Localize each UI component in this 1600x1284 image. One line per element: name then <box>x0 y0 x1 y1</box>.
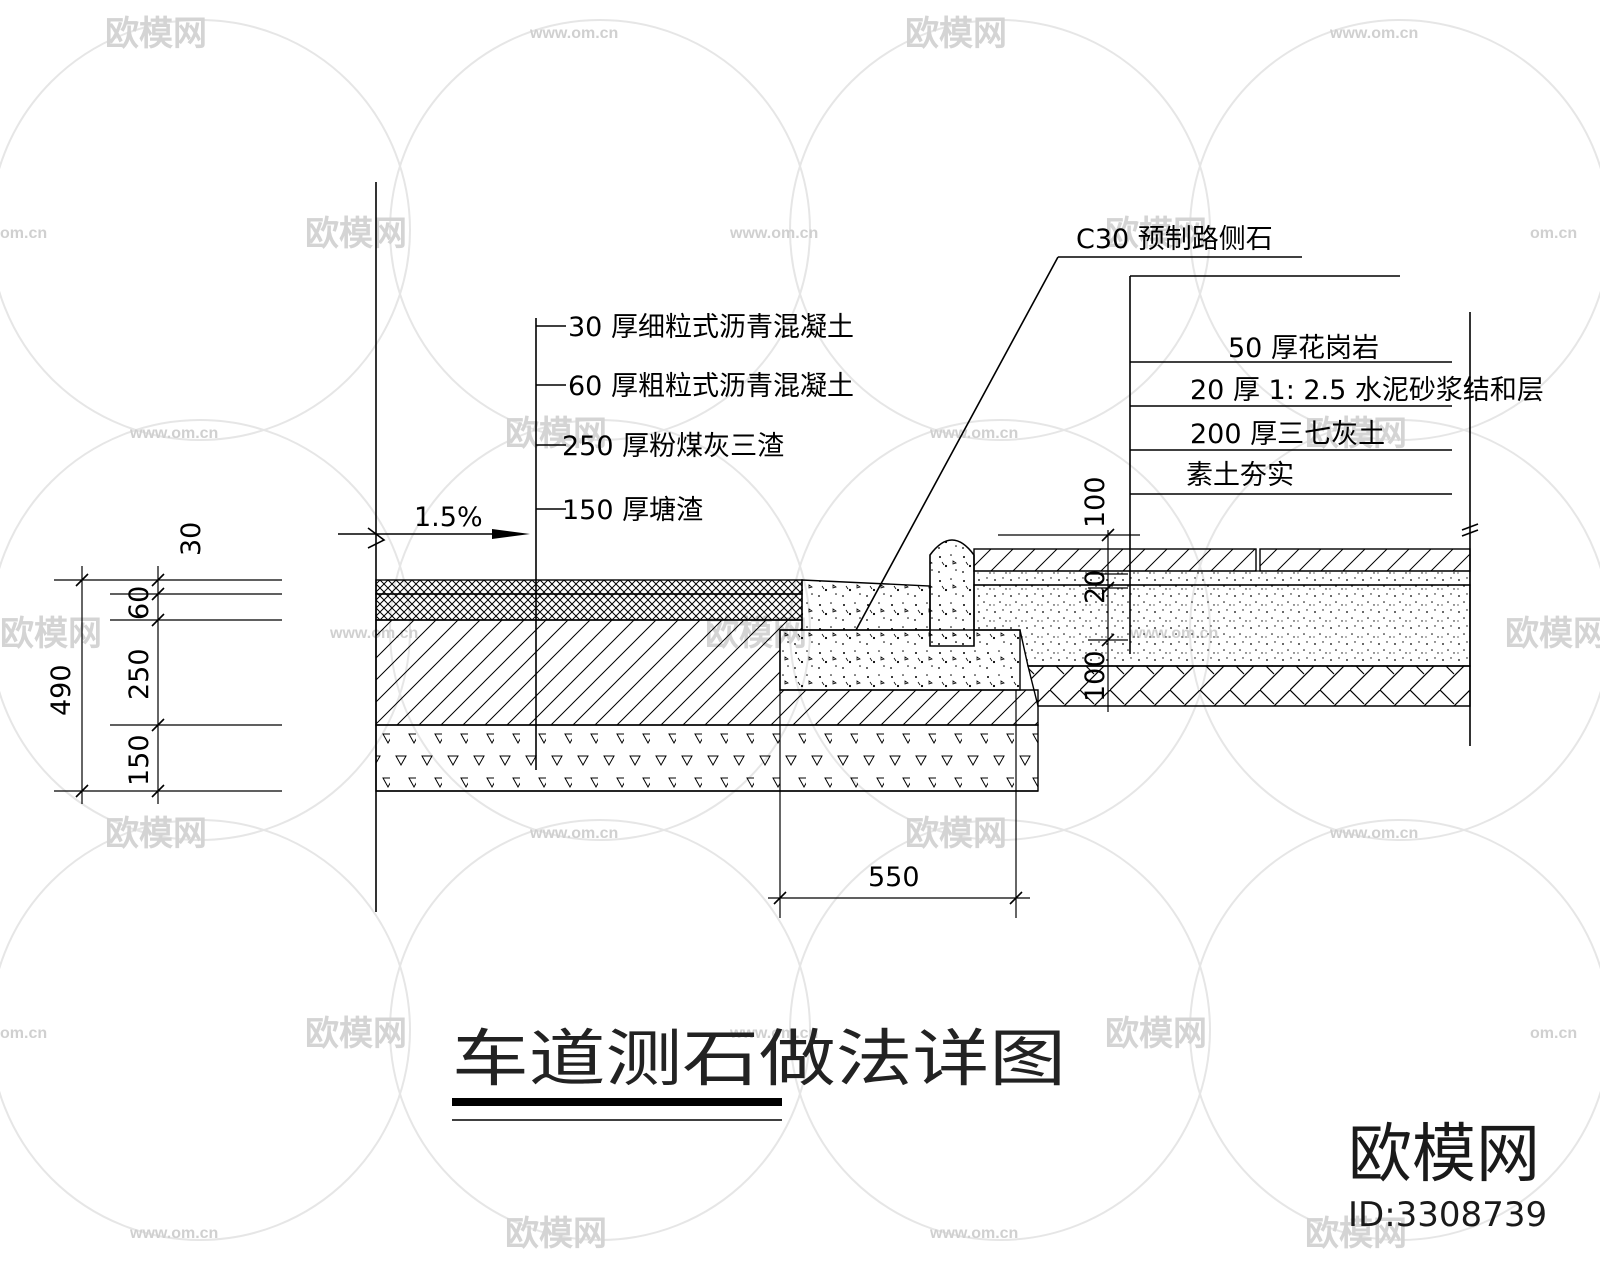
road-section <box>375 182 1039 912</box>
watermark-brand: 欧模网 <box>305 215 407 253</box>
watermark-site: www.om.cn <box>129 1225 218 1242</box>
curb-assembly <box>779 539 1021 691</box>
curb-height-dimensions: 100 20 100 <box>998 476 1140 712</box>
sidewalk-section <box>973 312 1479 746</box>
dim-label: 30 <box>176 522 207 556</box>
curb-label: C30 预制路侧石 <box>1076 224 1273 255</box>
watermark-brand: 欧模网 <box>505 1215 607 1253</box>
granite-slab <box>973 548 1257 572</box>
road-layer-label: 250 厚粉煤灰三渣 <box>562 431 784 462</box>
dim-ticks <box>75 573 165 798</box>
dim-ticks <box>1101 528 1115 647</box>
layer-coarse-asphalt <box>375 593 803 621</box>
sidewalk-layer-label: 素土夯实 <box>1186 460 1294 491</box>
sidewalk-layer-label: 50 厚花岗岩 <box>1228 333 1379 364</box>
watermark-site: om.cn <box>0 225 47 242</box>
curb-leader-line <box>855 256 1059 631</box>
watermark-brand: 欧模网 <box>0 615 102 653</box>
slope-label: 1.5% <box>414 502 483 533</box>
watermark-brand: 欧模网 <box>305 1015 407 1053</box>
drawing-title-block: 车道测石做法详图 <box>452 1022 1066 1121</box>
curb-callout: C30 预制路侧石 <box>855 224 1302 631</box>
watermark-site: www.om.cn <box>729 1025 818 1042</box>
road-layer-label: 150 厚塘渣 <box>562 495 703 526</box>
dim-label: 20 <box>1080 570 1111 604</box>
mortar-bed <box>973 570 1471 586</box>
road-layer-label: 30 厚细粒式沥青混凝土 <box>568 312 854 343</box>
dim-ticks <box>773 891 1023 905</box>
right-break-mark <box>1461 523 1479 537</box>
logo-text: 欧模网 <box>1348 1118 1540 1192</box>
layer-gravel <box>375 724 1039 792</box>
lime-soil-layer <box>973 584 1471 667</box>
dim-label: 100 <box>1080 650 1111 702</box>
sidewalk-layer-callout: 50 厚花岗岩 20 厚 1: 2.5 水泥砂浆结和层 200 厚三七灰土 素土… <box>1129 275 1544 654</box>
layer-fine-asphalt <box>375 579 803 595</box>
watermark-site: www.om.cn <box>1329 825 1418 842</box>
watermark-brand: 欧模网 <box>505 415 607 453</box>
watermark-brand: 欧模网 <box>905 15 1007 53</box>
curb-stone <box>929 539 975 647</box>
watermark-brand: 欧模网 <box>1505 615 1600 653</box>
watermark-site: www.om.cn <box>929 1225 1018 1242</box>
dim-label: 100 <box>1080 476 1111 528</box>
watermark-brand: 欧模网 <box>905 815 1007 853</box>
watermark-site: www.om.cn <box>129 425 218 442</box>
dim-label: 250 <box>124 648 155 700</box>
watermark-arcs <box>0 19 1600 1241</box>
watermark-brand: 欧模网 <box>1105 1015 1207 1053</box>
watermark-site: om.cn <box>1530 1025 1577 1042</box>
dim-label: 60 <box>124 586 155 620</box>
left-dimension-stack: 30 60 250 150 490 <box>46 522 282 804</box>
watermark-brand: 欧模网 <box>1105 215 1207 253</box>
dim-label: 550 <box>868 862 920 893</box>
drawing-title: 车道测石做法详图 <box>452 1022 1066 1095</box>
dim-label: 490 <box>46 664 77 716</box>
curb-backfill <box>801 579 931 631</box>
granite-slab <box>1259 548 1471 572</box>
brand-logo: 欧模网 ID:3308739 <box>1348 1118 1547 1235</box>
watermark-brand: 欧模网 <box>1305 415 1407 453</box>
road-layer-callout: 30 厚细粒式沥青混凝土 60 厚粗粒式沥青混凝土 250 厚粉煤灰三渣 150… <box>535 312 854 770</box>
watermark-site: www.om.cn <box>1329 25 1418 42</box>
watermark-site: www.om.cn <box>929 425 1018 442</box>
road-layer-label: 60 厚粗粒式沥青混凝土 <box>568 371 854 402</box>
slope-indicator: 1.5% <box>338 502 530 549</box>
watermark-brand: 欧模网 <box>105 815 207 853</box>
watermark-site: www.om.cn <box>529 825 618 842</box>
slope-arrowhead <box>492 529 530 539</box>
sidewalk-layer-label: 20 厚 1: 2.5 水泥砂浆结和层 <box>1190 375 1544 406</box>
watermark-brand: 欧模网 <box>105 15 207 53</box>
watermark-site: om.cn <box>0 1025 47 1042</box>
curb-width-dimension: 550 <box>768 690 1030 918</box>
logo-id: ID:3308739 <box>1348 1195 1547 1235</box>
dim-label: 150 <box>124 734 155 786</box>
curb-concrete-base <box>779 629 1021 691</box>
watermark-brand: 欧模网 <box>1305 1215 1407 1253</box>
watermark-layer: 欧模网 欧模网 www.om.cn www.om.cn om.cn 欧模网 ww… <box>0 15 1600 1253</box>
watermark-site: www.om.cn <box>529 25 618 42</box>
left-break-mark <box>367 527 386 549</box>
watermark-site: www.om.cn <box>729 225 818 242</box>
watermark-site: om.cn <box>1530 225 1577 242</box>
sidewalk-layer-label: 200 厚三七灰土 <box>1190 419 1385 450</box>
title-underline-thick <box>452 1098 782 1106</box>
